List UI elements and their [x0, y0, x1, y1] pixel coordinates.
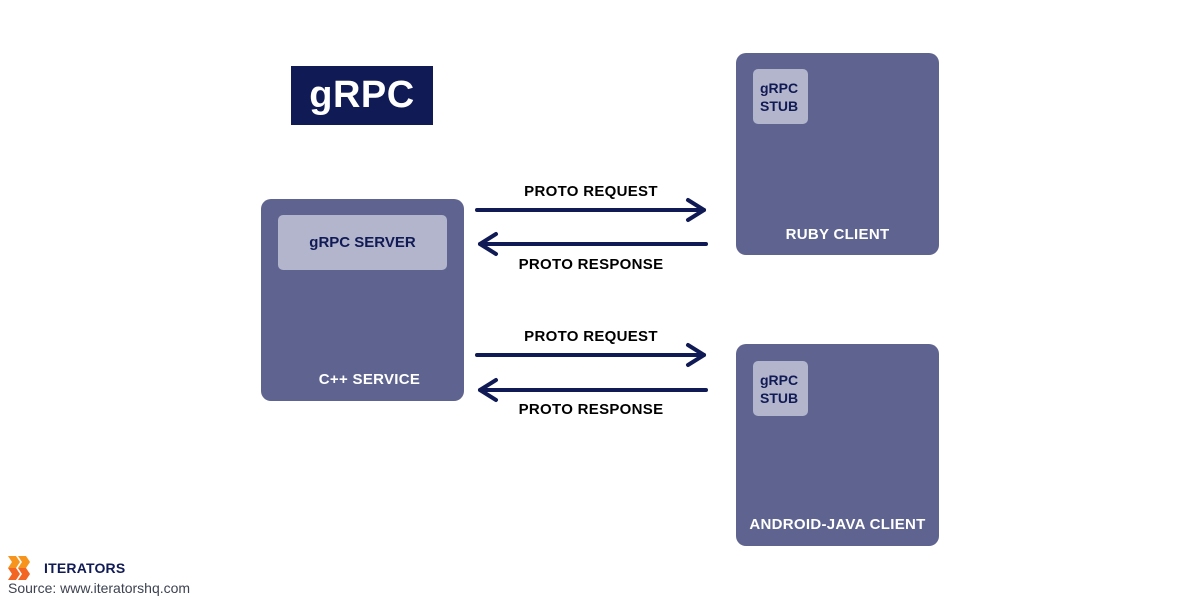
ruby-client-label: RUBY CLIENT [785, 226, 890, 243]
logo-text: ITERATORS [44, 560, 126, 576]
ruby-response-arrow [478, 232, 708, 256]
android-grpc-stub-box: gRPC STUB [753, 361, 808, 416]
android-request-arrow [475, 343, 706, 367]
ruby-response-label: PROTO RESPONSE [518, 256, 664, 273]
stub-line-2: STUB [760, 98, 799, 114]
stub-line-2: STUB [760, 390, 799, 406]
diagram-title: gRPC [291, 66, 433, 125]
android-java-client-node: gRPC STUB ANDROID-JAVA CLIENT [736, 344, 939, 546]
iterators-logo-icon [8, 556, 30, 580]
android-response-label: PROTO RESPONSE [518, 401, 664, 418]
cpp-service-node: gRPC SERVER C++ SERVICE [261, 199, 464, 401]
ruby-client-node: gRPC STUB RUBY CLIENT [736, 53, 939, 255]
android-response-arrow [478, 378, 708, 402]
ruby-grpc-stub-box: gRPC STUB [753, 69, 808, 124]
grpc-server-box: gRPC SERVER [278, 215, 447, 270]
stub-line-1: gRPC [760, 372, 799, 388]
cpp-service-label: C++ SERVICE [318, 371, 421, 388]
ruby-request-label: PROTO REQUEST [524, 183, 658, 200]
iterators-logo: ITERATORS [8, 556, 125, 580]
ruby-request-arrow [475, 198, 706, 222]
source-caption: Source: www.iteratorshq.com [8, 580, 191, 596]
android-java-client-label: ANDROID-JAVA CLIENT [749, 516, 926, 533]
stub-line-1: gRPC [760, 80, 799, 96]
android-request-label: PROTO REQUEST [524, 328, 658, 345]
